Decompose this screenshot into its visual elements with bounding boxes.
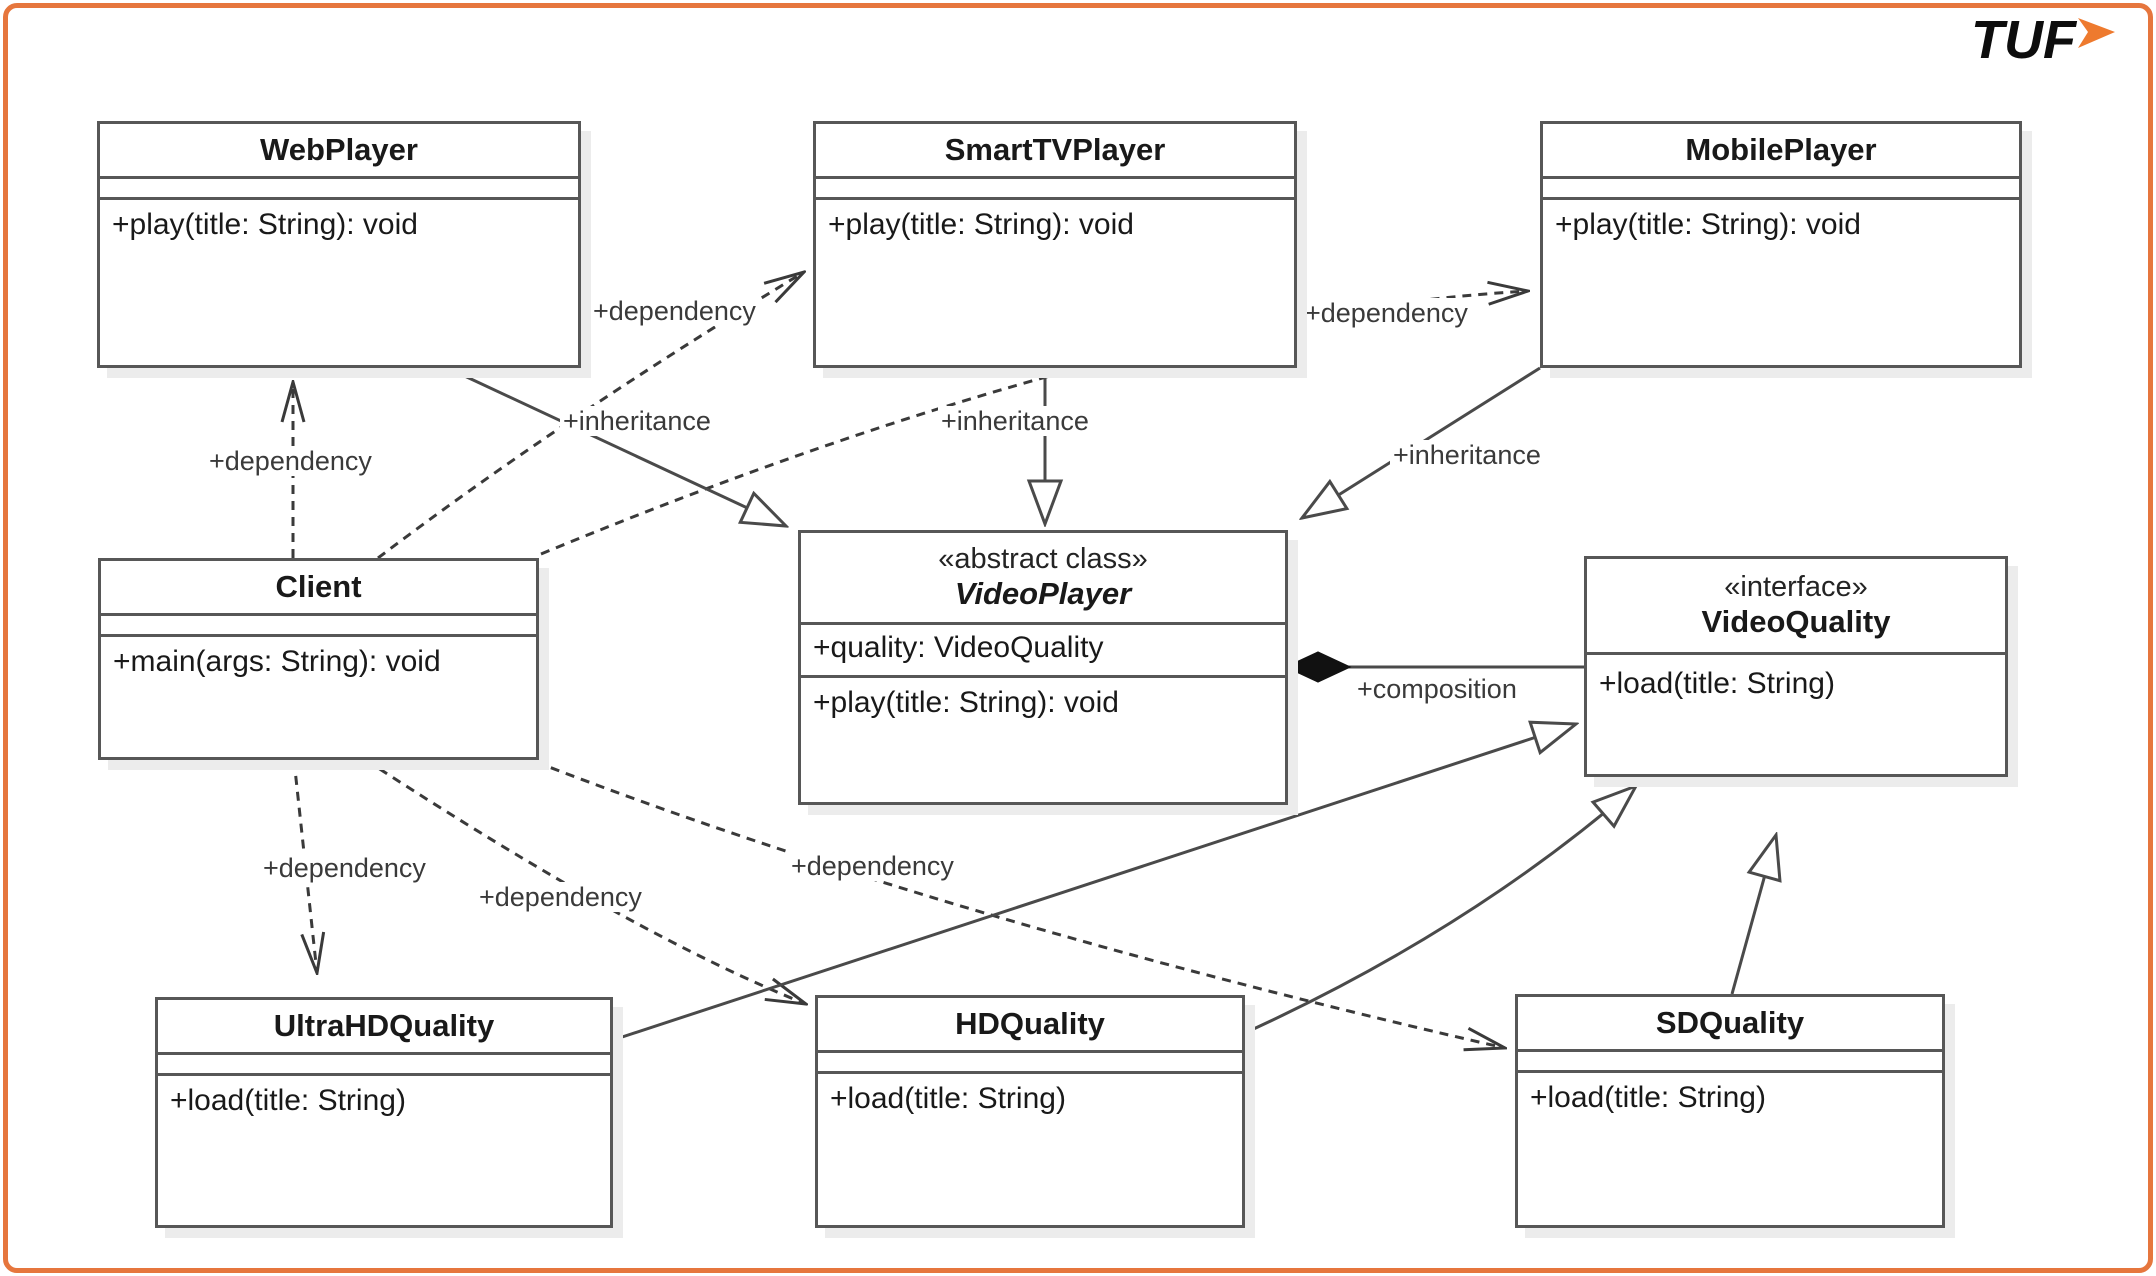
methods-compartment: +main(args: String): void xyxy=(101,637,536,757)
class-title: SmartTVPlayer xyxy=(816,124,1294,179)
class-name: UltraHDQuality xyxy=(273,1008,495,1043)
method-item: +load(title: String) xyxy=(170,1084,406,1117)
method-item: +main(args: String): void xyxy=(113,645,441,678)
edge-label-dependency-hdquality: +dependency xyxy=(476,882,645,912)
edge-label-inheritance-smarttvplayer: +inheritance xyxy=(938,406,1092,436)
method-item: +load(title: String) xyxy=(1599,667,1835,700)
class-ultrahdquality: UltraHDQuality +load(title: String) xyxy=(155,997,613,1228)
edge-client-hdquality-dependency xyxy=(365,758,806,1004)
method-item: +play(title: String): void xyxy=(1555,208,1861,241)
attributes-compartment xyxy=(1543,179,2019,200)
class-videoplayer: «abstract class» VideoPlayer +quality: V… xyxy=(798,530,1288,805)
edge-label-dependency-ultrahdquality: +dependency xyxy=(260,853,429,883)
edge-label-dependency-webplayer: +dependency xyxy=(206,446,375,476)
class-sdquality: SDQuality +load(title: String) xyxy=(1515,994,1945,1228)
class-name: HDQuality xyxy=(955,1006,1105,1041)
tuf-logo-text: TUF xyxy=(1971,10,2076,70)
class-title: «interface» VideoQuality xyxy=(1587,559,2005,655)
class-name: Client xyxy=(275,569,362,604)
class-name: SDQuality xyxy=(1655,1005,1805,1040)
class-name: SmartTVPlayer xyxy=(944,132,1166,167)
class-title: SDQuality xyxy=(1518,997,1942,1052)
class-webplayer: WebPlayer +play(title: String): void xyxy=(97,121,581,368)
edge-label-inheritance-mobileplayer: +inheritance xyxy=(1390,440,1544,470)
method-item: +play(title: String): void xyxy=(828,208,1134,241)
method-item: +load(title: String) xyxy=(1530,1081,1766,1114)
edge-hdquality-videoquality-realization xyxy=(1246,786,1636,1034)
tuf-logo: TUF xyxy=(1971,10,2116,70)
methods-compartment: +load(title: String) xyxy=(818,1074,1242,1225)
edge-label-dependency-sdquality: +dependency xyxy=(788,851,957,881)
attributes-compartment xyxy=(100,179,578,200)
methods-compartment: +load(title: String) xyxy=(158,1076,610,1225)
interface-videoquality: «interface» VideoQuality +load(title: St… xyxy=(1584,556,2008,777)
class-name: WebPlayer xyxy=(260,132,418,167)
composition-diamond-icon xyxy=(1284,651,1352,683)
edge-webplayer-videoplayer-inheritance xyxy=(455,370,786,526)
attribute-item: +quality: VideoQuality xyxy=(813,631,1104,664)
attributes-compartment: +quality: VideoQuality xyxy=(801,625,1285,678)
methods-compartment: +play(title: String): void xyxy=(816,200,1294,365)
class-client: Client +main(args: String): void xyxy=(98,558,539,760)
edge-sdquality-videoquality-realization xyxy=(1730,835,1776,995)
method-item: +play(title: String): void xyxy=(813,686,1119,719)
edge-label-composition: +composition xyxy=(1354,674,1520,704)
methods-compartment: +play(title: String): void xyxy=(1543,200,2019,365)
class-name: VideoQuality xyxy=(1701,604,1891,639)
edge-client-ultrahdquality-dependency xyxy=(292,759,317,973)
edge-label-inheritance-webplayer: +inheritance xyxy=(560,406,714,436)
class-title: HDQuality xyxy=(818,998,1242,1053)
class-stereotype: «interface» xyxy=(1724,571,1868,603)
edge-label-dependency-smarttvplayer: +dependency xyxy=(590,296,759,326)
class-title: «abstract class» VideoPlayer xyxy=(801,533,1285,625)
class-title: MobilePlayer xyxy=(1543,124,2019,179)
method-item: +play(title: String): void xyxy=(112,208,418,241)
attributes-compartment xyxy=(816,179,1294,200)
attributes-compartment xyxy=(158,1055,610,1076)
method-item: +load(title: String) xyxy=(830,1082,1066,1115)
class-title: Client xyxy=(101,561,536,616)
tuf-logo-arrow-icon xyxy=(2078,18,2115,48)
edge-client-sdquality-dependency xyxy=(535,760,1505,1048)
class-title: UltraHDQuality xyxy=(158,1000,610,1055)
attributes-compartment xyxy=(818,1053,1242,1074)
edge-ultrahdquality-videoquality-realization xyxy=(612,724,1576,1042)
class-name: MobilePlayer xyxy=(1685,132,1877,167)
class-smarttvplayer: SmartTVPlayer +play(title: String): void xyxy=(813,121,1297,368)
class-title: WebPlayer xyxy=(100,124,578,179)
class-mobileplayer: MobilePlayer +play(title: String): void xyxy=(1540,121,2022,368)
attributes-compartment xyxy=(1518,1052,1942,1073)
methods-compartment: +play(title: String): void xyxy=(801,678,1285,802)
methods-compartment: +play(title: String): void xyxy=(100,200,578,365)
class-hdquality: HDQuality +load(title: String) xyxy=(815,995,1245,1228)
methods-compartment: +load(title: String) xyxy=(1587,655,2005,774)
attributes-compartment xyxy=(101,616,536,637)
class-stereotype: «abstract class» xyxy=(938,543,1148,575)
class-name: VideoPlayer xyxy=(954,576,1132,611)
edge-label-dependency-mobileplayer: +dependency xyxy=(1302,298,1471,328)
methods-compartment: +load(title: String) xyxy=(1518,1073,1942,1225)
